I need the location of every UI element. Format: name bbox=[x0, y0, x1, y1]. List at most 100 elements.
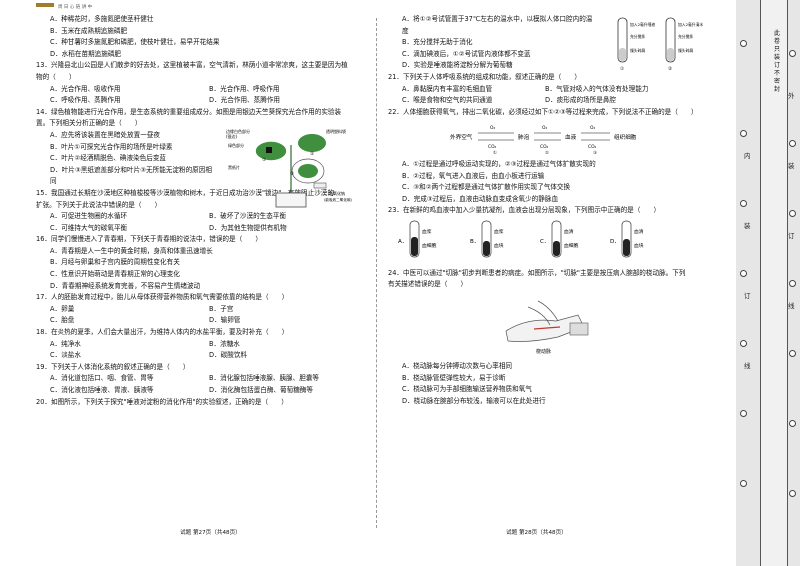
binding-hole-icon bbox=[740, 200, 747, 207]
q14-line: 置。下列相关分析正确的是（ ） bbox=[36, 119, 142, 128]
gutter-outer-label: 外 bbox=[788, 92, 795, 100]
q19-option: C．消化液包括唾液、胃液、胰液等 bbox=[50, 386, 154, 394]
q20-option: B．充分搅拌无助于消化 bbox=[402, 38, 473, 47]
q24-option: A．桡动脉每分钟搏动次数与心率相同 bbox=[402, 362, 513, 371]
q15-option: D．为其他生物提供有机物 bbox=[209, 223, 287, 232]
binding-hole-icon bbox=[740, 130, 747, 137]
respiration-process-diagram: 外界空气 肺泡 血液 组织细胞 O₂ CO₂ O₂ CO₂ O₂ CO₂ ① ②… bbox=[450, 125, 637, 156]
gutter-inner-label: 内 bbox=[744, 152, 751, 160]
tube1-num: ① bbox=[620, 66, 624, 72]
blood-layer-figure: A． 血浆 血细胞 B． 血浆 血块 C． 血清 血细胞 D． 血清 血块 bbox=[398, 220, 644, 258]
q13-option: B．光合作用、呼吸作用 bbox=[209, 84, 280, 93]
seal-notice: 此卷只装订不密封 bbox=[772, 30, 782, 100]
q20-option: 度 bbox=[402, 26, 409, 35]
tube2-label-a: 加入2毫升清水 bbox=[678, 22, 703, 27]
q18-option: B．浓糖水 bbox=[209, 339, 240, 348]
gutter-outer-label: 线 bbox=[788, 302, 795, 310]
d-top-label: 血清 bbox=[634, 228, 644, 235]
fig-label-naoh-note: (能吸收二氧化碳) bbox=[324, 197, 353, 202]
binding-hole-icon bbox=[789, 420, 796, 427]
gutter-outer-label: 订 bbox=[788, 232, 795, 240]
page-footer-28: 试题 第28页（共48页） bbox=[506, 530, 567, 536]
q21-option: B．气管对吸入的气体没有处理能力 bbox=[545, 84, 649, 93]
q22-option: A．①过程是通过呼吸运动实现的，②③过程是通过气体扩散实现的 bbox=[402, 159, 596, 168]
c-top-label: 血清 bbox=[564, 228, 574, 235]
q24-line: 有关描述错误的是（ ） bbox=[388, 280, 468, 289]
q22-line: 22．人体细胞获得氧气，排出二氧化碳，必须经过如下①②③等过程来完成，下列说法不… bbox=[388, 107, 698, 116]
tube1-label-a: 加入2毫升唾液 bbox=[630, 22, 655, 27]
o2-1: O₂ bbox=[490, 125, 495, 131]
q24-option: D．桡动脉在腕部分布较浅，输液可以在此处进行 bbox=[402, 397, 546, 406]
binding-hole-icon bbox=[740, 480, 747, 487]
q21-option: A．鼻黏膜内有丰富的毛细血管 bbox=[402, 84, 493, 93]
q12-13-line: A．种稀花时，多施氮肥使茎秆健壮 bbox=[50, 15, 154, 23]
q16-17-line: 16．同学们慢慢进入了青春期，下列关于青春期的说法中，错误的是（ ） bbox=[36, 235, 262, 244]
q17-option: C．胎盘 bbox=[50, 316, 75, 325]
option-d-letter: D． bbox=[610, 239, 620, 245]
fig-num-1: ① bbox=[262, 157, 266, 163]
q15-line: 扩张。下列关于此说法中错误的是（ ） bbox=[36, 200, 162, 209]
q14-line: A．应先将该装置在黑暗处放置一昼夜 bbox=[50, 130, 161, 139]
q23-line: 23．在新鲜的鸡血液中加入少量抗凝剂，血液会出现分层现象，下列图示中正确的是（ … bbox=[388, 206, 661, 215]
gutter-inner-label: 装 bbox=[744, 222, 751, 230]
diagram-alveoli: 肺泡 bbox=[518, 133, 530, 141]
header-tag: 周 日 心 链 讲 中 bbox=[58, 5, 93, 10]
q15-line: 15．我国通过长期在沙漠地区种植梭梭等沙漠植物和树木，于近日成功治沙漠"锁边"，… bbox=[36, 188, 334, 197]
pulse-caption: 桡动脉 bbox=[536, 348, 551, 355]
a-top-label: 血浆 bbox=[422, 228, 432, 235]
q13-option: A．光合作用、吸收作用 bbox=[50, 84, 121, 93]
q20-line: 20．如图所示，下列关于探究"唾液对淀粉的消化作用"的实验叙述，正确的是（ ） bbox=[36, 397, 288, 406]
q12-13-line: 物的（ ） bbox=[36, 72, 76, 81]
q15-option: A．可促进生物圈的水循环 bbox=[50, 212, 128, 221]
tube2-label-b: 充分搅拌 bbox=[678, 34, 693, 39]
option-b-letter: B． bbox=[470, 239, 479, 245]
binding-hole-icon bbox=[789, 50, 796, 57]
q22-option: B．②过程，氧气进入血液后，由血小板进行运输 bbox=[402, 171, 545, 180]
q14-line: 同 bbox=[50, 177, 57, 186]
co2-3: CO₂ bbox=[588, 144, 597, 150]
c-bottom-label: 血细胞 bbox=[564, 242, 579, 249]
q16-17-line: D．青春期神经系统发育完善，不容易产生情绪波动 bbox=[50, 281, 201, 290]
q22-option: C．③和②两个过程都是通过气体扩散作用实现了气体交换 bbox=[402, 183, 571, 192]
binding-gutter: 此卷只装订不密封 内装订线外装订线 bbox=[736, 0, 800, 566]
q15-option: C．可维持大气的碳氧平衡 bbox=[50, 223, 128, 232]
q19-option: D．消化酶包括蛋白酶、葡萄糖酶等 bbox=[209, 386, 313, 394]
step-3: ③ bbox=[593, 150, 597, 154]
q13-option: D．光合作用、蒸腾作用 bbox=[209, 96, 281, 105]
tube2-num: ② bbox=[668, 66, 672, 72]
q21-line: 21．下列关于人体呼吸系统的组成和功能，叙述正确的是（ ） bbox=[388, 72, 582, 81]
q16-17-line: 17．人的胚胎发育过程中，胎儿从母体获得营养物质和氧气需要依靠的结构是（ ） bbox=[36, 293, 289, 302]
tube1-label-b: 充分搅拌 bbox=[630, 34, 645, 39]
page-divider bbox=[376, 18, 377, 528]
b-top-label: 血浆 bbox=[494, 228, 504, 235]
fig-num-3: ③ bbox=[290, 171, 294, 177]
tube1-label-c: 馒头碎屑 bbox=[630, 48, 645, 53]
binding-hole-icon bbox=[740, 270, 747, 277]
fig-label-naoh: 氢氧化钠 bbox=[329, 190, 345, 196]
b-bottom-label: 血块 bbox=[494, 242, 504, 249]
q20-option: C．滴加碘液后，①②号试管内液体都不变蓝 bbox=[402, 49, 531, 58]
co2-1: CO₂ bbox=[488, 144, 497, 150]
q19-line: 19．下列关于人体消化系统的叙述正确的是（ ） bbox=[36, 362, 190, 371]
q18-line: 18．在炎热的夏季，人们会大量出汗，为维持人体内的水盐平衡，要及时补充（ ） bbox=[36, 328, 289, 337]
binding-hole-icon bbox=[740, 340, 747, 347]
binding-hole-icon bbox=[740, 40, 747, 47]
binding-hole-icon bbox=[789, 350, 796, 357]
q22-option: D．完成③过程后，血液由动脉血变成含氧少的静脉血 bbox=[402, 194, 559, 203]
q24-line: 24．中医可以通过"切脉"初步判断患者的病症。如图所示，"切脉"主要是按压病人腕… bbox=[388, 268, 686, 277]
step-2: ② bbox=[545, 150, 549, 154]
binding-hole-icon bbox=[740, 410, 747, 417]
option-c-letter: C． bbox=[540, 239, 550, 245]
a-bottom-label: 血细胞 bbox=[422, 242, 437, 249]
q17-option: B．子宫 bbox=[209, 304, 234, 313]
q14-line: D．叶片③黑纸遮盖部分和叶片③无所能无淀粉的原因相 bbox=[50, 165, 212, 174]
d-bottom-label: 血块 bbox=[634, 242, 644, 249]
gutter-inner-label: 订 bbox=[744, 292, 751, 300]
q20-option: A．将①②号试管置于37℃左右的温水中，以模拟人体口腔内的温 bbox=[402, 15, 593, 23]
gutter-inner-label: 线 bbox=[744, 362, 751, 370]
q16-17-line: B．月经与卵巢和子宫内膜的周期性变化有关 bbox=[50, 258, 180, 267]
right-column: A．将①②号试管置于37℃左右的温水中，以模拟人体口腔内的温度 B．充分搅拌无助于… bbox=[388, 14, 703, 408]
diagram-outer-air: 外界空气 bbox=[450, 133, 473, 141]
